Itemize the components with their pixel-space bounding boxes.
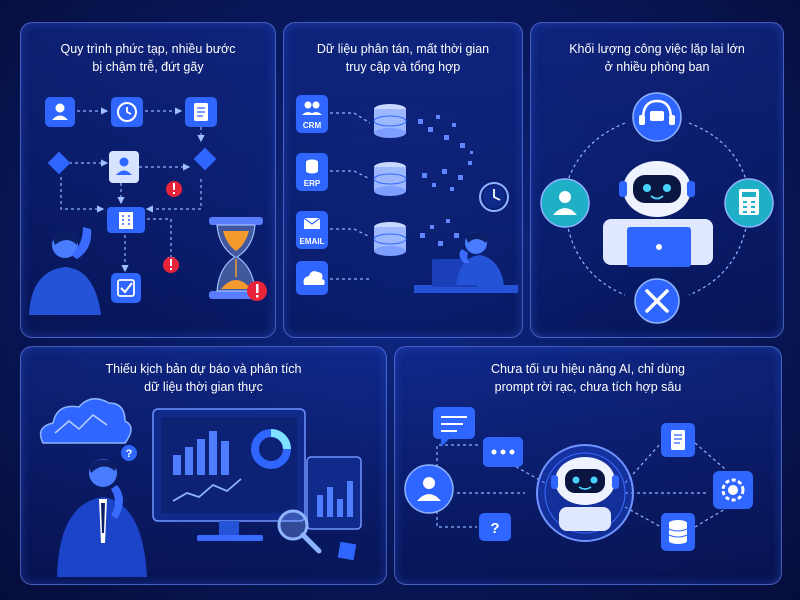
- tools-icon: [634, 278, 680, 324]
- cloud-icon: [39, 398, 132, 444]
- panel-complex-process: Quy trình phức tạp, nhiều bước bị chậm t…: [20, 22, 276, 338]
- automation-illustration: [540, 92, 774, 324]
- chart-icon: [173, 431, 229, 475]
- cube: [337, 541, 357, 561]
- scattered-data-pixels: [418, 115, 473, 246]
- panel-ai-optimization: Chưa tối ưu hiệu năng AI, chỉ dùng promp…: [394, 346, 782, 585]
- user-icon: [540, 178, 590, 228]
- alert-icon: [166, 181, 182, 197]
- users-icon: CRM: [296, 95, 328, 133]
- checkbox-icon: [111, 273, 141, 303]
- donut-chart: [251, 429, 291, 469]
- thinking-businessman: [57, 459, 147, 577]
- line-chart: [172, 478, 242, 502]
- database-icon: ERP: [296, 153, 328, 191]
- chat-icon: [433, 407, 475, 447]
- calculator-icon: [724, 178, 774, 228]
- process-illustration: [29, 97, 267, 315]
- panel-title: Khối lượng công việc lặp lại lớn ở nhiều…: [569, 42, 745, 74]
- svg-text:?: ?: [126, 448, 133, 460]
- panel-forecast-analysis: Thiếu kịch bản dự báo và phân tích dữ li…: [20, 346, 387, 585]
- clock-icon: [111, 97, 143, 127]
- robot-icon: [536, 444, 634, 542]
- building-icon: [107, 207, 145, 233]
- source-label-email: EMAIL: [300, 237, 325, 246]
- stressed-person: [29, 227, 101, 315]
- decision-diamond: [47, 151, 71, 175]
- source-label-crm: CRM: [303, 121, 322, 130]
- headset-icon: [632, 92, 682, 142]
- source-label-erp: ERP: [304, 179, 321, 188]
- svg-text:?: ?: [490, 520, 499, 537]
- database-icon: [373, 104, 407, 138]
- document-icon: [661, 423, 695, 457]
- worried-person: [414, 232, 518, 293]
- cloud-icon: [296, 261, 328, 295]
- tablet: [306, 456, 362, 530]
- panel-scattered-data: Dữ liệu phân tán, mất thời gian truy cập…: [283, 22, 523, 338]
- data-illustration: CRM ERP EMAIL: [296, 95, 518, 295]
- alert-icon: [163, 257, 179, 273]
- user-icon: [45, 97, 75, 127]
- hourglass-icon: [209, 217, 263, 299]
- chat-icon: [483, 437, 523, 467]
- panel-title: Thiếu kịch bản dự báo và phân tích dữ li…: [105, 362, 302, 394]
- alert-icon: [247, 281, 267, 301]
- panel-repetitive-work: Khối lượng công việc lặp lại lớn ở nhiều…: [530, 22, 784, 338]
- gear-icon: [713, 471, 753, 509]
- question-icon: ?: [479, 513, 511, 541]
- panel-title: Dữ liệu phân tán, mất thời gian truy cập…: [316, 42, 490, 74]
- question-icon: ?: [121, 445, 137, 461]
- database-icon: [373, 162, 407, 196]
- database-icon: [373, 222, 407, 256]
- panel-title: Quy trình phức tạp, nhiều bước bị chậm t…: [60, 42, 236, 74]
- database-icon: [661, 513, 695, 551]
- document-icon: [185, 97, 217, 127]
- magnifier-icon: [277, 509, 322, 554]
- robot-icon: [603, 161, 713, 267]
- clock-icon: [479, 182, 509, 212]
- user-icon: [404, 464, 454, 514]
- user-icon: [109, 151, 139, 183]
- decision-diamond: [193, 147, 217, 171]
- email-icon: EMAIL: [296, 211, 328, 249]
- forecast-illustration: ?: [39, 398, 362, 577]
- panel-title: Chưa tối ưu hiệu năng AI, chỉ dùng promp…: [491, 362, 685, 394]
- ai-integration-illustration: ?: [404, 407, 753, 551]
